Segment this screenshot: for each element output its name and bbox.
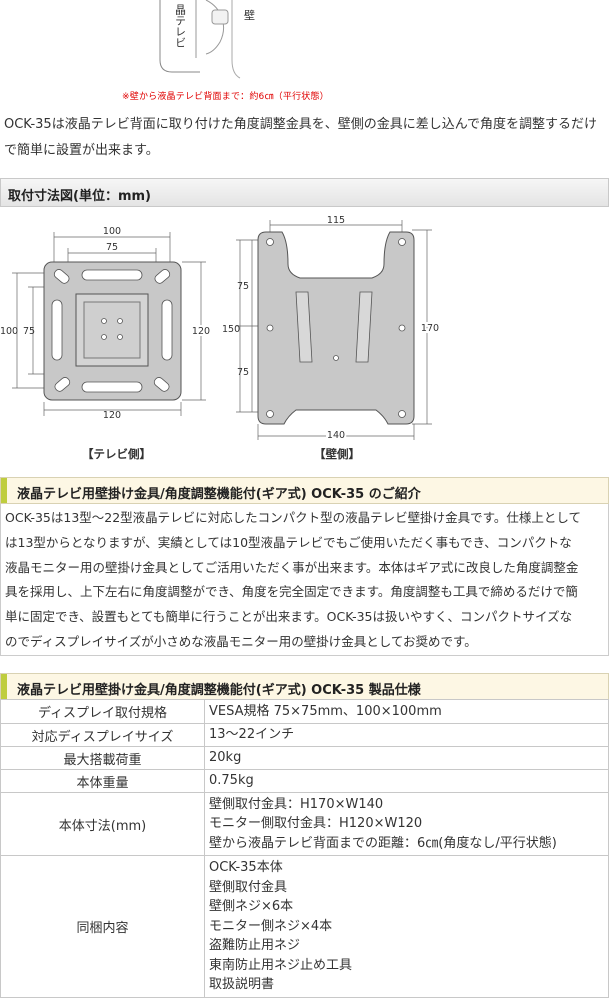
wall-side-diagram: 115 75 75 150 170 140 <box>222 215 441 443</box>
spec-label: 最大搭載荷重 <box>0 746 205 770</box>
tv-label: 晶テレビ <box>174 4 187 48</box>
spec-value: 0.75kg <box>204 769 609 793</box>
spec-value-line: 盗難防止用ネジ <box>209 938 301 954</box>
spec-label: ディスプレイ取付規格 <box>0 699 205 724</box>
spec-value-line: OCK-35本体 <box>209 860 283 876</box>
feature-description: OCK-35は13型～22型液晶テレビに対応したコンパクト型の液晶テレビ壁掛け金… <box>0 504 609 656</box>
spec-value-line: モニター側取付金具：H120×W120 <box>209 816 423 832</box>
spec-label: 本体寸法(mm) <box>0 792 205 856</box>
wall-left-lower: 75 <box>237 367 249 378</box>
table-row: 本体寸法(mm) 壁側取付金具：H170×W140 モニター側取付金具：H120… <box>0 792 609 856</box>
tv-top-outer: 100 <box>103 226 121 237</box>
spec-value: 13～22インチ <box>204 723 609 747</box>
spec-value: VESA規格 75×75mm、100×100mm <box>204 699 609 724</box>
spec-value-line: VESA規格 75×75mm、100×100mm <box>209 703 442 719</box>
feature-line: 単に固定でき、設置もとても簡単に行うことが出来ます。OCK-35は扱いやすく、コ… <box>5 609 573 625</box>
tv-right: 120 <box>192 326 210 337</box>
spec-section-title: 液晶テレビ用壁掛け金具/角度調整機能付(ギア式) OCK-35 製品仕様 <box>17 683 421 698</box>
mounting-side-illustration: 晶テレビ 壁 <box>159 0 255 79</box>
table-row: 本体重量 0.75kg <box>0 769 609 793</box>
spec-value-line: 壁側ネジ×6本 <box>209 899 294 915</box>
feature-section-header: 液晶テレビ用壁掛け金具/角度調整機能付(ギア式) OCK-35 のご紹介 <box>0 477 609 504</box>
spec-label: 対応ディスプレイサイズ <box>0 723 205 747</box>
tv-left-inner: 75 <box>23 326 35 337</box>
spec-label: 同梱内容 <box>0 855 205 998</box>
tv-bottom: 120 <box>103 410 121 420</box>
table-row: 同梱内容 OCK-35本体 壁側取付金具 壁側ネジ×6本 モニター側ネジ×4本 … <box>0 855 609 998</box>
feature-accent-bar <box>1 478 7 503</box>
spec-label: 本体重量 <box>0 769 205 793</box>
spec-value-line: モニター側ネジ×4本 <box>209 918 333 934</box>
spec-value-line: 東南防止用ネジ止め工具 <box>209 957 353 973</box>
spec-table: ディスプレイ取付規格 VESA規格 75×75mm、100×100mm 対応ディ… <box>0 699 609 998</box>
feature-section-title: 液晶テレビ用壁掛け金具/角度調整機能付(ギア式) OCK-35 のご紹介 <box>17 487 421 502</box>
feature-line: 液晶モニター用の壁掛け金具としてご活用いただく事が出来ます。本体はギア式に改良し… <box>5 559 579 575</box>
tv-left-outer: 100 <box>0 326 18 337</box>
wall-bottom: 140 <box>327 430 345 441</box>
wall-right: 170 <box>421 323 439 334</box>
wall-top: 115 <box>327 215 345 226</box>
dimension-section-title: 取付寸法図(単位：mm) <box>8 189 151 204</box>
dimension-section-header: 取付寸法図(単位：mm) <box>0 178 609 207</box>
tv-top-inner: 75 <box>106 242 118 253</box>
spec-value: 壁側取付金具：H170×W140 モニター側取付金具：H120×W120 壁から… <box>204 792 609 856</box>
feature-line: のでディスプレイサイズが小さめな液晶モニター用の壁掛け金具としてお奨めです。 <box>5 633 477 649</box>
table-row: ディスプレイ取付規格 VESA規格 75×75mm、100×100mm <box>0 699 609 724</box>
spec-value-line: 0.75kg <box>209 773 254 789</box>
wall-left-upper: 75 <box>237 281 249 292</box>
spec-value-line: 壁側取付金具：H170×W140 <box>209 796 384 812</box>
feature-line: は13型からとなりますが、実績としては10型液晶テレビでもご使用いただく事もでき… <box>5 534 572 550</box>
tv-side-caption: 【テレビ側】 <box>82 447 151 461</box>
spec-value-line: 壁から液晶テレビ背面までの距離：6㎝(角度なし/平行状態) <box>209 835 557 851</box>
wall-side-caption: 【壁側】 <box>314 447 360 461</box>
spec-value-line: 13～22インチ <box>209 727 295 743</box>
spec-accent-bar <box>1 674 7 699</box>
spec-value: 20kg <box>204 746 609 770</box>
feature-line: 具を採用し、上下左右に角度調整ができ、角度を完全固定できます。角度調整も工具で締… <box>5 584 578 600</box>
spec-value-line: 取扱説明書 <box>209 977 275 993</box>
spec-value: OCK-35本体 壁側取付金具 壁側ネジ×6本 モニター側ネジ×4本 盗難防止用… <box>204 855 609 998</box>
table-row: 対応ディスプレイサイズ 13～22インチ <box>0 723 609 747</box>
tv-side-diagram: 100 75 100 75 120 120 <box>0 226 212 420</box>
feature-line: OCK-35は13型～22型液晶テレビに対応したコンパクト型の液晶テレビ壁掛け金… <box>5 510 582 525</box>
spec-value-line: 20kg <box>209 750 242 766</box>
table-row: 最大搭載荷重 20kg <box>0 746 609 770</box>
spec-value-line: 壁側取付金具 <box>209 879 288 895</box>
intro-text: OCK-35は液晶テレビ背面に取り付けた角度調整金具を、壁側の金具に差し込んで角… <box>4 117 598 158</box>
distance-caution: ※壁から液晶テレビ背面まで：約6㎝（平行状態） <box>122 92 329 102</box>
wall-label: 壁 <box>244 8 255 22</box>
spec-section-header: 液晶テレビ用壁掛け金具/角度調整機能付(ギア式) OCK-35 製品仕様 <box>0 673 609 700</box>
wall-left-total: 150 <box>222 324 240 335</box>
